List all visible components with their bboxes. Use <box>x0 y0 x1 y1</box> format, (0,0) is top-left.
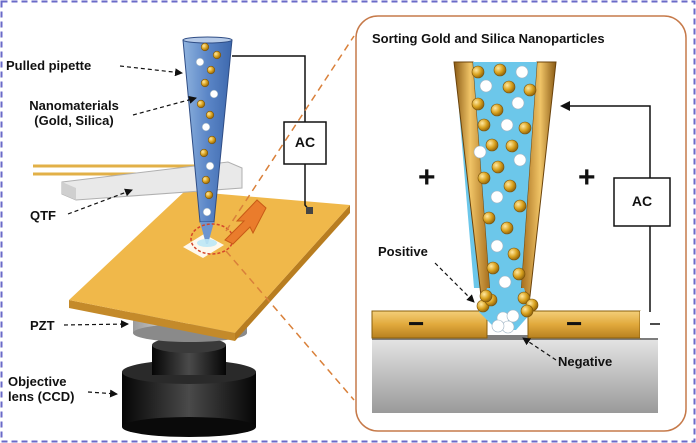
gold-particle <box>196 99 206 109</box>
plus-sign-right: + <box>578 161 596 194</box>
substrate-plate <box>69 191 350 341</box>
label-positive: Positive <box>378 244 428 259</box>
gold-particle <box>199 148 209 158</box>
label-qtf: QTF <box>30 208 56 223</box>
gold-particle <box>485 138 499 152</box>
tip-pointer-arrow <box>224 199 267 245</box>
gold-particle <box>207 135 217 145</box>
gold-particle <box>212 50 222 60</box>
gold-particle <box>204 190 214 200</box>
left-label-pointers <box>63 65 197 398</box>
silica-particle <box>201 122 211 132</box>
label-nanomaterials: Nanomaterials (Gold, Silica) <box>14 98 134 128</box>
right-ac-box <box>613 177 671 227</box>
label-pulled-pipette: Pulled pipette <box>6 58 92 73</box>
gold-particle <box>477 171 491 185</box>
inset-particles <box>471 63 539 334</box>
inset-connector-lines <box>225 35 355 401</box>
gold-particle <box>200 78 210 88</box>
silica-particle <box>500 118 514 132</box>
right-electrode <box>527 310 641 339</box>
gold-particle <box>201 175 211 185</box>
label-nanomaterials-line2: (Gold, Silica) <box>34 113 114 128</box>
label-pzt: PZT <box>30 318 55 333</box>
silica-particle <box>498 275 512 289</box>
objective-lens <box>122 337 256 437</box>
label-objective-line1: Objective <box>8 374 67 389</box>
gold-particle <box>486 261 500 275</box>
silica-particle <box>195 57 205 67</box>
gold-particle <box>512 267 526 281</box>
inset-label-pointers <box>434 262 557 361</box>
gold-particle <box>206 65 216 75</box>
minus-sign-left: − <box>408 308 425 339</box>
silica-particle <box>515 65 529 79</box>
gold-particle <box>520 304 534 318</box>
minus-sign-right: − <box>566 308 583 339</box>
left-ac-box <box>283 121 327 165</box>
left-electrode <box>371 310 488 339</box>
gold-particle <box>471 65 485 79</box>
silica-particle <box>205 161 215 171</box>
label-ac-left: AC <box>294 134 316 150</box>
gold-particle <box>482 211 496 225</box>
inset-pipette <box>453 61 557 330</box>
gold-particle <box>517 291 531 305</box>
gold-particle <box>503 179 517 193</box>
pipette-particles <box>195 42 222 217</box>
silica-particle <box>506 309 520 323</box>
silica-particle <box>490 239 504 253</box>
silica-particle <box>491 319 505 333</box>
silica-particle <box>202 207 212 217</box>
right-ac-circuit <box>566 105 660 325</box>
gold-particle <box>490 103 504 117</box>
gold-particle <box>500 221 514 235</box>
gold-particle <box>505 139 519 153</box>
inset-title: Sorting Gold and Silica Nanoparticles <box>372 31 605 46</box>
gold-particle <box>502 80 516 94</box>
inset-glass-substrate <box>372 335 658 413</box>
gold-particle <box>518 121 532 135</box>
silica-particle <box>473 145 487 159</box>
label-objective: Objective lens (CCD) <box>8 374 74 404</box>
plus-sign-left: + <box>418 161 436 194</box>
gold-particle <box>523 83 537 97</box>
gold-particle <box>479 289 493 303</box>
label-objective-line2: lens (CCD) <box>8 389 75 404</box>
gold-particle <box>493 63 507 77</box>
gold-particle <box>507 247 521 261</box>
gold-particle <box>477 118 491 132</box>
label-negative: Negative <box>558 354 613 369</box>
gold-particle <box>491 160 505 174</box>
pulled-pipette <box>182 36 233 247</box>
label-ac-right: AC <box>631 193 653 209</box>
gold-particle <box>200 42 210 52</box>
label-nanomaterials-line1: Nanomaterials <box>29 98 119 113</box>
silica-particle <box>479 79 493 93</box>
gold-particle <box>205 110 215 120</box>
silica-particle <box>490 190 504 204</box>
silica-particle <box>511 96 525 110</box>
silica-particle <box>513 153 527 167</box>
gold-particle <box>471 97 485 111</box>
gold-particle <box>513 199 527 213</box>
silica-particle <box>209 89 219 99</box>
